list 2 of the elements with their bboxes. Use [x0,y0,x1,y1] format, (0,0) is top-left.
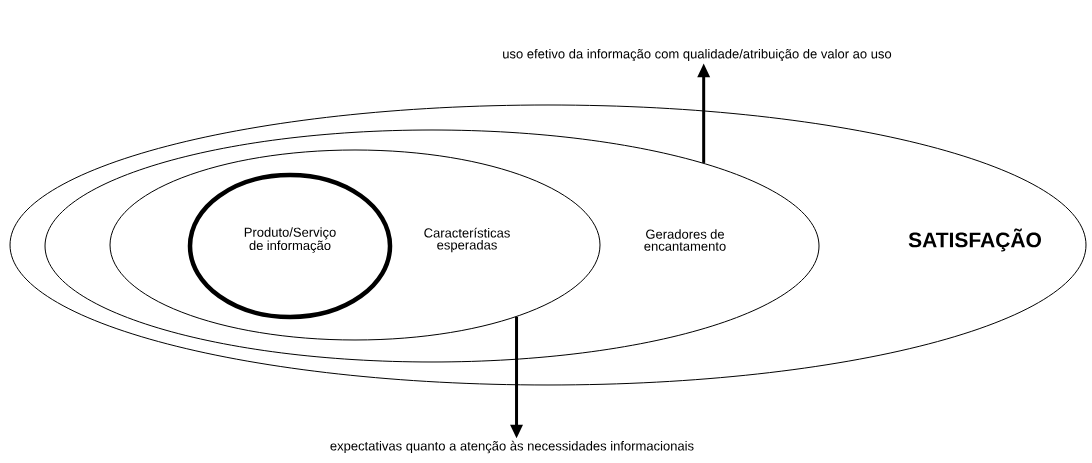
note-text: uso efetivo da informação com qualidade/atribuição de valor ao uso [503,48,892,62]
note-text: expectativas quanto a atenção às necessidades informacionais [330,440,694,454]
